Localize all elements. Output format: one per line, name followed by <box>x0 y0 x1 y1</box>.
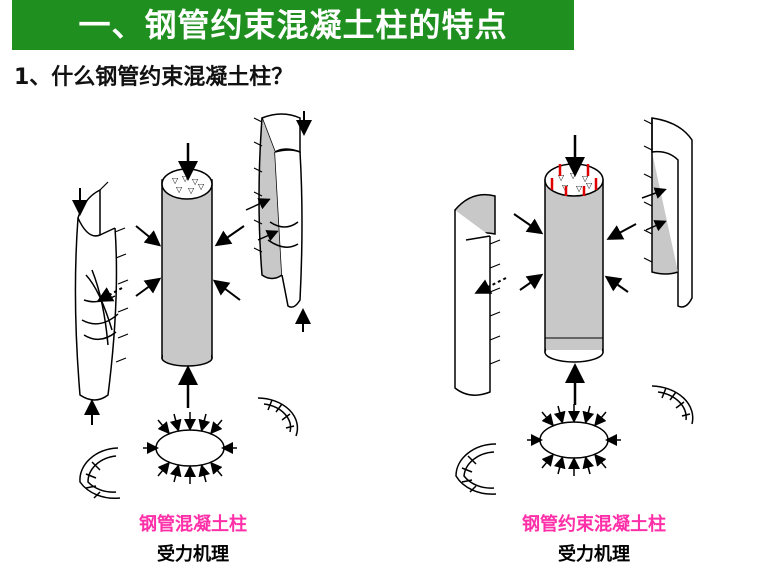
right-tube-shell-left <box>454 193 496 396</box>
svg-text:▽: ▽ <box>198 182 205 191</box>
svg-text:▽: ▽ <box>558 173 565 182</box>
svg-text:▽: ▽ <box>586 181 593 190</box>
svg-text:▽: ▽ <box>582 174 589 183</box>
left-tube-shell-right <box>258 113 303 308</box>
left-half-ring-right <box>257 397 299 437</box>
right-half-ring-left <box>455 443 497 495</box>
right-diagram: ▽▽▽ ▽▽▽ <box>454 117 694 495</box>
svg-text:▽: ▽ <box>576 184 583 193</box>
left-diagram-caption: 钢管混凝土柱 <box>139 514 247 535</box>
right-diagram-subcaption: 受力机理 <box>558 544 630 565</box>
right-half-ring-right <box>651 385 694 425</box>
right-pressure-ring <box>527 404 621 476</box>
left-concrete-core: ▽▽▽ ▽▽▽ <box>161 168 213 367</box>
svg-text:▽: ▽ <box>192 177 199 186</box>
svg-text:▽: ▽ <box>570 171 577 180</box>
right-diagram-caption: 钢管约束混凝土柱 <box>522 514 666 535</box>
page-title: 一、钢管约束混凝土柱的特点 <box>78 6 508 44</box>
svg-text:▽: ▽ <box>176 185 183 194</box>
left-pressure-ring <box>143 412 237 484</box>
left-half-ring-left <box>79 447 121 500</box>
left-tube-shell-left <box>74 188 119 401</box>
svg-text:▽: ▽ <box>172 176 179 185</box>
svg-text:▽: ▽ <box>188 186 195 195</box>
gap-marks <box>550 164 598 196</box>
left-diagram: ▽▽▽ ▽▽▽ <box>72 111 312 500</box>
section-heading: 1、什么钢管约束混凝土柱？ <box>14 65 294 90</box>
right-concrete-core: ▽▽▽ ▽▽▽ <box>544 163 604 363</box>
title-bar: 一、钢管约束混凝土柱的特点 <box>12 0 574 50</box>
right-tube-shell-right <box>651 117 693 308</box>
left-diagram-subcaption: 受力机理 <box>157 544 229 565</box>
